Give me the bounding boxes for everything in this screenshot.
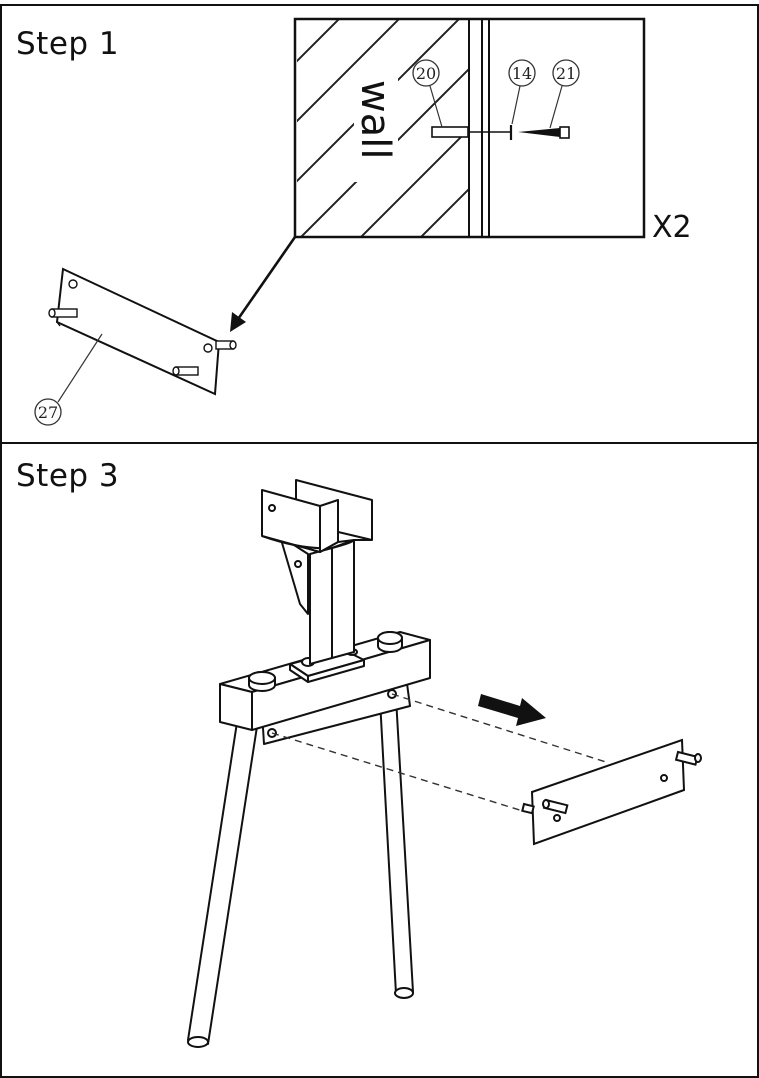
step-1-panel: Step 1 wall (0, 4, 759, 444)
multiplier-label: X2 (652, 210, 692, 245)
mounting-plate-27 (48, 267, 237, 396)
wall-label: wall (352, 80, 398, 159)
alignment-guides (271, 693, 607, 813)
step-3-title: Step 3 (16, 458, 120, 494)
step-3-panel: Step 3 (0, 442, 759, 1078)
vertical-post (309, 539, 355, 665)
back-leg (379, 697, 414, 999)
slide-direction-arrow (478, 694, 546, 726)
callout-14: 14 (508, 59, 536, 125)
callout-27-label: 27 (38, 403, 58, 422)
top-cradle (261, 479, 373, 553)
step-1-illustration: wall 20 14 21 X2 (34, 17, 692, 426)
detail-arrow-head (230, 312, 246, 332)
callout-14-label: 14 (512, 64, 532, 83)
screw-head (559, 126, 570, 139)
wall-anchor (431, 126, 469, 138)
callout-27: 27 (34, 333, 103, 426)
post-base-plate (289, 648, 365, 683)
step-1-title: Step 1 (16, 26, 120, 62)
step-3-illustration (187, 479, 702, 1048)
callout-20-label: 20 (416, 64, 436, 83)
callout-21-label: 21 (556, 64, 576, 83)
callout-21: 21 (549, 59, 580, 129)
wall-label-backing (354, 74, 398, 182)
detached-mounting-plate (521, 738, 702, 846)
detail-arrow (234, 236, 297, 323)
front-leg (187, 715, 259, 1048)
gusset (279, 535, 309, 615)
screw (518, 128, 560, 137)
callout-20: 20 (412, 59, 443, 128)
